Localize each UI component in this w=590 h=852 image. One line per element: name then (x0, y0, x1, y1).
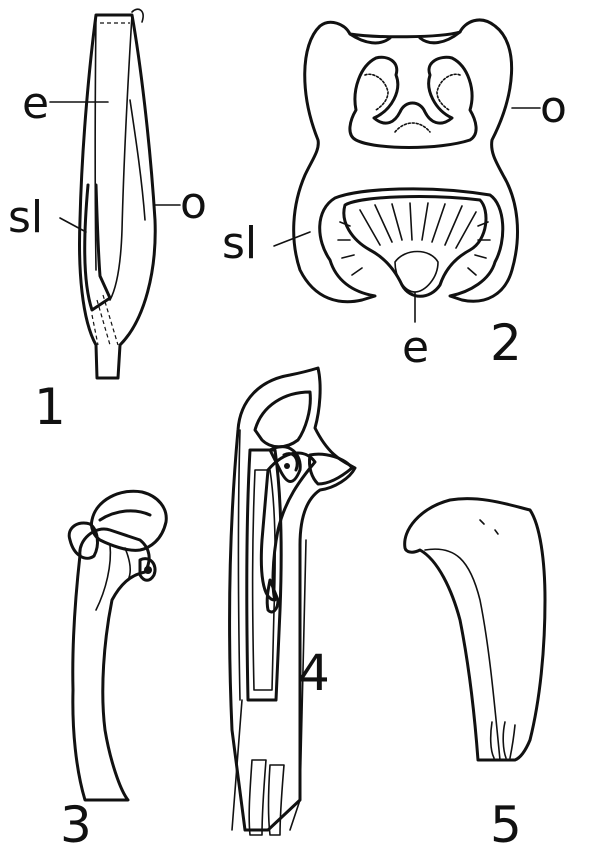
figure-number-5: 5 (490, 796, 522, 852)
figure-1-longitudinal-section (80, 9, 156, 378)
figure-4-longitudinal-section (230, 368, 355, 835)
label-o: o (180, 178, 207, 229)
figure-2-cross-section (294, 20, 518, 302)
figure-number-4: 4 (298, 644, 330, 702)
figure-number-1: 1 (34, 378, 66, 436)
figure-2-label-o: o (512, 82, 567, 133)
figure-1-label-sl: sl (8, 192, 86, 243)
figure-number-3: 3 (60, 796, 92, 852)
figure-number-2: 2 (490, 314, 522, 372)
label-o: o (540, 82, 567, 133)
figure-3-flower-side-view (69, 491, 166, 800)
label-e: e (22, 78, 49, 129)
label-sl: sl (222, 218, 257, 269)
figure-2-label-e: e (402, 292, 429, 373)
label-sl: sl (8, 192, 43, 243)
figure-1-label-o: o (154, 178, 207, 229)
label-e: e (402, 322, 429, 373)
figure-5-petal (405, 499, 545, 760)
